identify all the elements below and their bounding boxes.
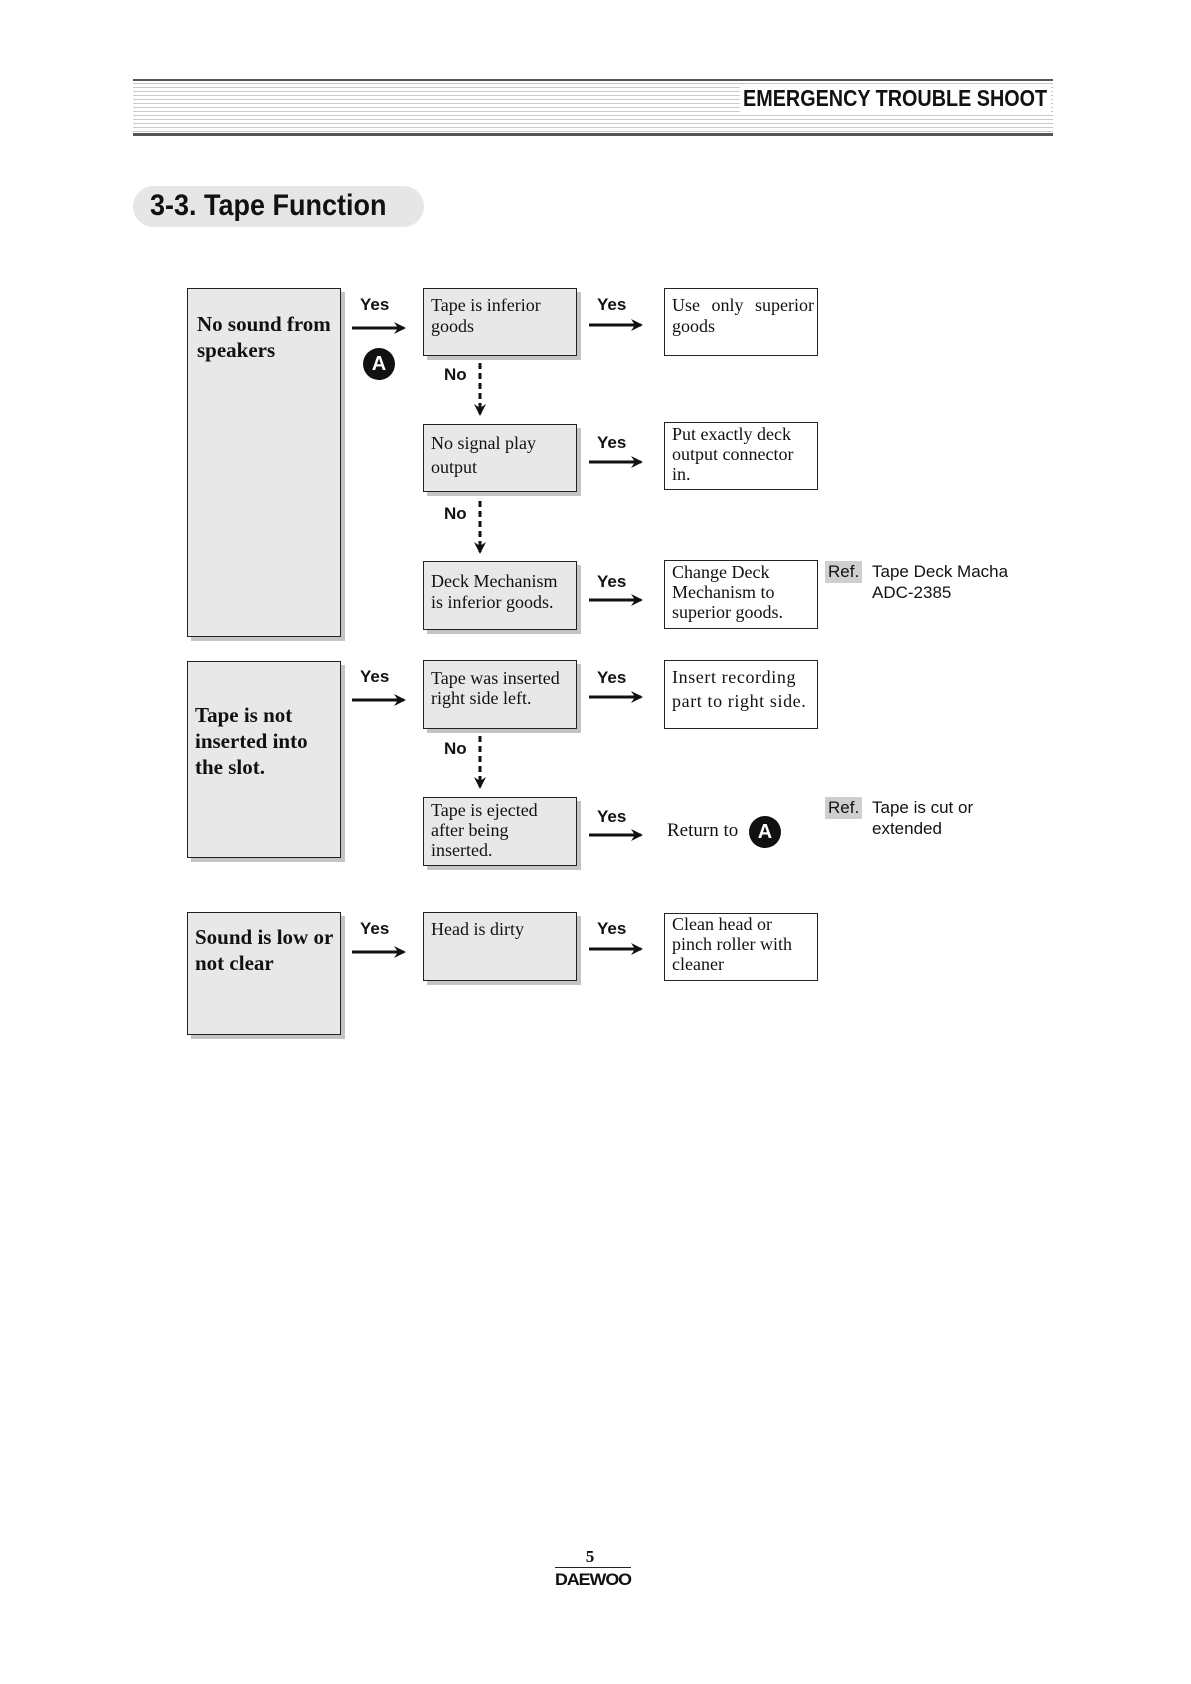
action-box-deck-connector: Put exactly deck output connector in. bbox=[664, 422, 818, 490]
page-number: 5 bbox=[585, 1547, 595, 1566]
cause-box-no-sound: No sound from speakers bbox=[187, 288, 341, 637]
daewoo-logo: DAEWOO bbox=[554, 1570, 632, 1589]
section-title-pill: 3-3. Tape Function bbox=[133, 186, 424, 227]
action-text: Clean head or pinch roller with cleaner bbox=[672, 914, 792, 974]
ref-badge: Ref. bbox=[825, 797, 863, 819]
cause-box-not-inserted: Tape is not inserted into the slot. bbox=[187, 661, 341, 858]
action-box-clean-head: Clean head or pinch roller with cleaner bbox=[664, 913, 818, 981]
check-box-deck-mechanism: Deck Mechanism is inferior goods. bbox=[423, 561, 577, 630]
return-to-text: Return to bbox=[667, 820, 739, 841]
action-box-superior-goods: Use only superior goods bbox=[664, 288, 818, 356]
check-text: Deck Mechanism is inferior goods. bbox=[431, 571, 558, 612]
yes-label: Yes bbox=[360, 919, 390, 938]
check-text: Tape was inserted right side left. bbox=[431, 668, 560, 708]
no-label: No bbox=[444, 365, 467, 384]
yes-label: Yes bbox=[597, 433, 627, 452]
yes-label: Yes bbox=[597, 295, 627, 314]
page-header: EMERGENCY TROUBLE SHOOT bbox=[133, 79, 1053, 136]
action-text: Insert recording part to right side. bbox=[672, 667, 807, 711]
check-text: Head is dirty bbox=[431, 919, 524, 939]
yes-label: Yes bbox=[360, 667, 390, 686]
no-label: No bbox=[444, 504, 467, 523]
yes-label: Yes bbox=[597, 572, 627, 591]
cause-text: Tape is not inserted into the slot. bbox=[195, 703, 308, 779]
action-box-insert-recording: Insert recording part to right side. bbox=[664, 660, 818, 729]
ref-badge: Ref. bbox=[825, 561, 863, 583]
no-label: No bbox=[444, 739, 467, 758]
header-bottom-rule bbox=[133, 133, 1053, 136]
section-title: 3-3. Tape Function bbox=[150, 189, 387, 222]
check-box-ejected: Tape is ejected after being inserted. bbox=[423, 797, 577, 866]
connector-badge-a: A bbox=[749, 816, 781, 848]
ref-note-deck-model: Tape Deck Macha ADC-2385 bbox=[872, 562, 1009, 602]
check-box-inferior-tape: Tape is inferior goods bbox=[423, 288, 577, 356]
yes-label: Yes bbox=[597, 919, 627, 938]
header-title: EMERGENCY TROUBLE SHOOT bbox=[740, 85, 1051, 112]
footer-rule bbox=[555, 1567, 631, 1568]
header-top-rule bbox=[133, 79, 1053, 81]
cause-text: No sound from speakers bbox=[197, 312, 331, 362]
connector-badge-a: A bbox=[363, 348, 395, 380]
yes-label: Yes bbox=[597, 807, 627, 826]
cause-box-sound-low: Sound is low or not clear bbox=[187, 912, 341, 1035]
check-box-head-dirty: Head is dirty bbox=[423, 912, 577, 981]
check-box-inserted-wrong-side: Tape was inserted right side left. bbox=[423, 660, 577, 729]
ref-note-tape-cut: Tape is cut or extended bbox=[872, 798, 974, 838]
check-box-no-signal: No signal play output bbox=[423, 424, 577, 492]
action-text: Use only superior goods bbox=[672, 295, 814, 336]
yes-label: Yes bbox=[597, 668, 627, 687]
action-text: Put exactly deck output connector in. bbox=[672, 424, 794, 484]
action-text: Change Deck Mechanism to superior goods. bbox=[672, 562, 783, 622]
action-box-change-deck: Change Deck Mechanism to superior goods. bbox=[664, 560, 818, 629]
check-text: Tape is inferior goods bbox=[431, 295, 541, 336]
check-text: No signal play output bbox=[431, 433, 536, 477]
check-text: Tape is ejected after being inserted. bbox=[431, 800, 538, 860]
yes-label: Yes bbox=[360, 295, 390, 314]
cause-text: Sound is low or not clear bbox=[195, 925, 333, 975]
